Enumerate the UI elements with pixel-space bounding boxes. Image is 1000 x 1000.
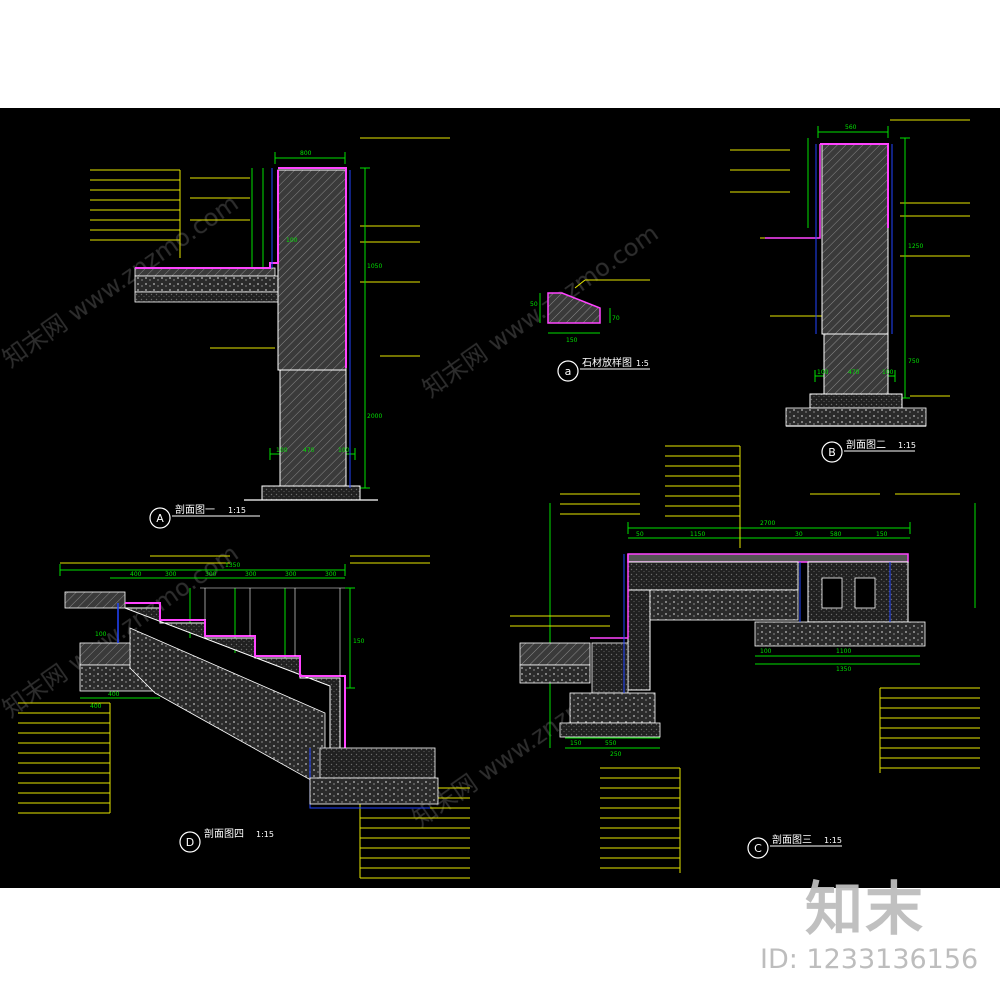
section-b-dim: 560 [845,124,857,131]
section-a-label: A 剖面图一 1:15 [149,503,260,529]
section-a-title: 剖面图一 [175,503,215,516]
section-b-dim: 750 [908,358,920,365]
section-b-dim: 100 [817,369,829,376]
cad-drawing-sheet: 知末网 www.znzmo.com 知末网 www.znzmo.com 知末网 … [0,108,1000,888]
section-d-dim: 400 [108,691,120,698]
section-d-dims [59,564,355,699]
detail-a-title: 石材放样图 [582,356,632,369]
section-d-dim: 1350 [225,562,240,569]
section-a-dim: 800 [300,150,312,157]
section-d-dim: 300 [205,571,217,578]
section-d-dim: 400 [130,571,142,578]
section-c-drawing: C 剖面图三 1:15 [510,445,980,873]
section-b-drawing: B 剖面图二 1:15 [730,119,970,463]
section-a-dim-text: 800 100 470 100 1050 2000 100 [276,150,382,454]
section-d-scale: 1:15 [256,830,274,839]
section-d-dim: 300 [285,571,297,578]
section-b-dim: 100 [882,369,894,376]
cad-drawing-canvas: 知末网 www.znzmo.com 知末网 www.znzmo.com 知末网 … [0,119,980,879]
section-d-dim: 300 [325,571,337,578]
section-d-dim: 100 [95,631,107,638]
section-a-leaders [90,137,450,357]
section-c-dims [549,503,976,749]
section-d-drawing: D 剖面图四 1:15 [18,555,470,879]
section-c-dim: 580 [830,531,842,538]
section-c-dim: 1100 [836,648,851,655]
detail-a-dim: 50 [530,301,538,308]
section-d-dim: 300 [165,571,177,578]
section-d-letter: D [186,836,194,849]
section-d-dim: 400 [90,703,102,710]
section-d-title: 剖面图四 [204,827,244,840]
section-a-dim: 1050 [367,263,382,270]
detail-a-dim: 70 [612,315,620,322]
section-a-dim: 470 [303,447,315,454]
section-c-dim: 1350 [836,666,851,673]
section-d-dim-text: 1350 400 300 300 300 300 300 100 400 150… [90,562,365,710]
detail-a-letter: a [565,365,572,378]
section-b-dim: 470 [848,369,860,376]
section-d-dim: 150 [353,638,365,645]
section-c-leaders [510,445,980,873]
section-c-dim: 1150 [690,531,705,538]
section-b-letter: B [828,446,836,459]
detail-a-scale: 1:5 [636,359,649,368]
section-c-dim-text: 2700 1150 30 580 150 50 1100 1350 100 55… [570,520,888,758]
section-c-dim: 2700 [760,520,775,527]
section-b-title: 剖面图二 [846,438,886,451]
section-b-scale: 1:15 [898,441,916,450]
section-c-dim: 50 [636,531,644,538]
image-id-watermark: ID: 1233136156 [760,944,979,975]
section-c-dim: 100 [760,648,772,655]
section-c-letter: C [754,842,762,855]
section-c-dim: 550 [605,740,617,747]
section-a-dim: 100 [338,447,350,454]
section-c-dim: 30 [795,531,803,538]
brand-logo-watermark: 知末 [805,875,926,943]
section-a-dim: 2000 [367,413,382,420]
section-c-dim: 150 [570,740,582,747]
section-a-dim: 100 [286,237,298,244]
section-a-drawing [90,137,450,501]
section-b-dim-text: 560 100 470 100 1250 750 [817,124,923,376]
section-b-dim: 1250 [908,243,923,250]
section-a-scale: 1:15 [228,506,246,515]
section-c-scale: 1:15 [824,836,842,845]
section-c-dim: 150 [876,531,888,538]
detail-a-dim: 150 [566,337,578,344]
detail-a-drawing: a 石材放样图 1:5 150 50 70 [530,279,650,382]
section-d-dim: 300 [245,571,257,578]
railing-posts [200,587,345,676]
section-c-title: 剖面图三 [772,833,812,846]
section-a-dim: 100 [276,447,288,454]
section-a-letter: A [156,512,164,525]
section-c-dim: 250 [610,751,622,758]
